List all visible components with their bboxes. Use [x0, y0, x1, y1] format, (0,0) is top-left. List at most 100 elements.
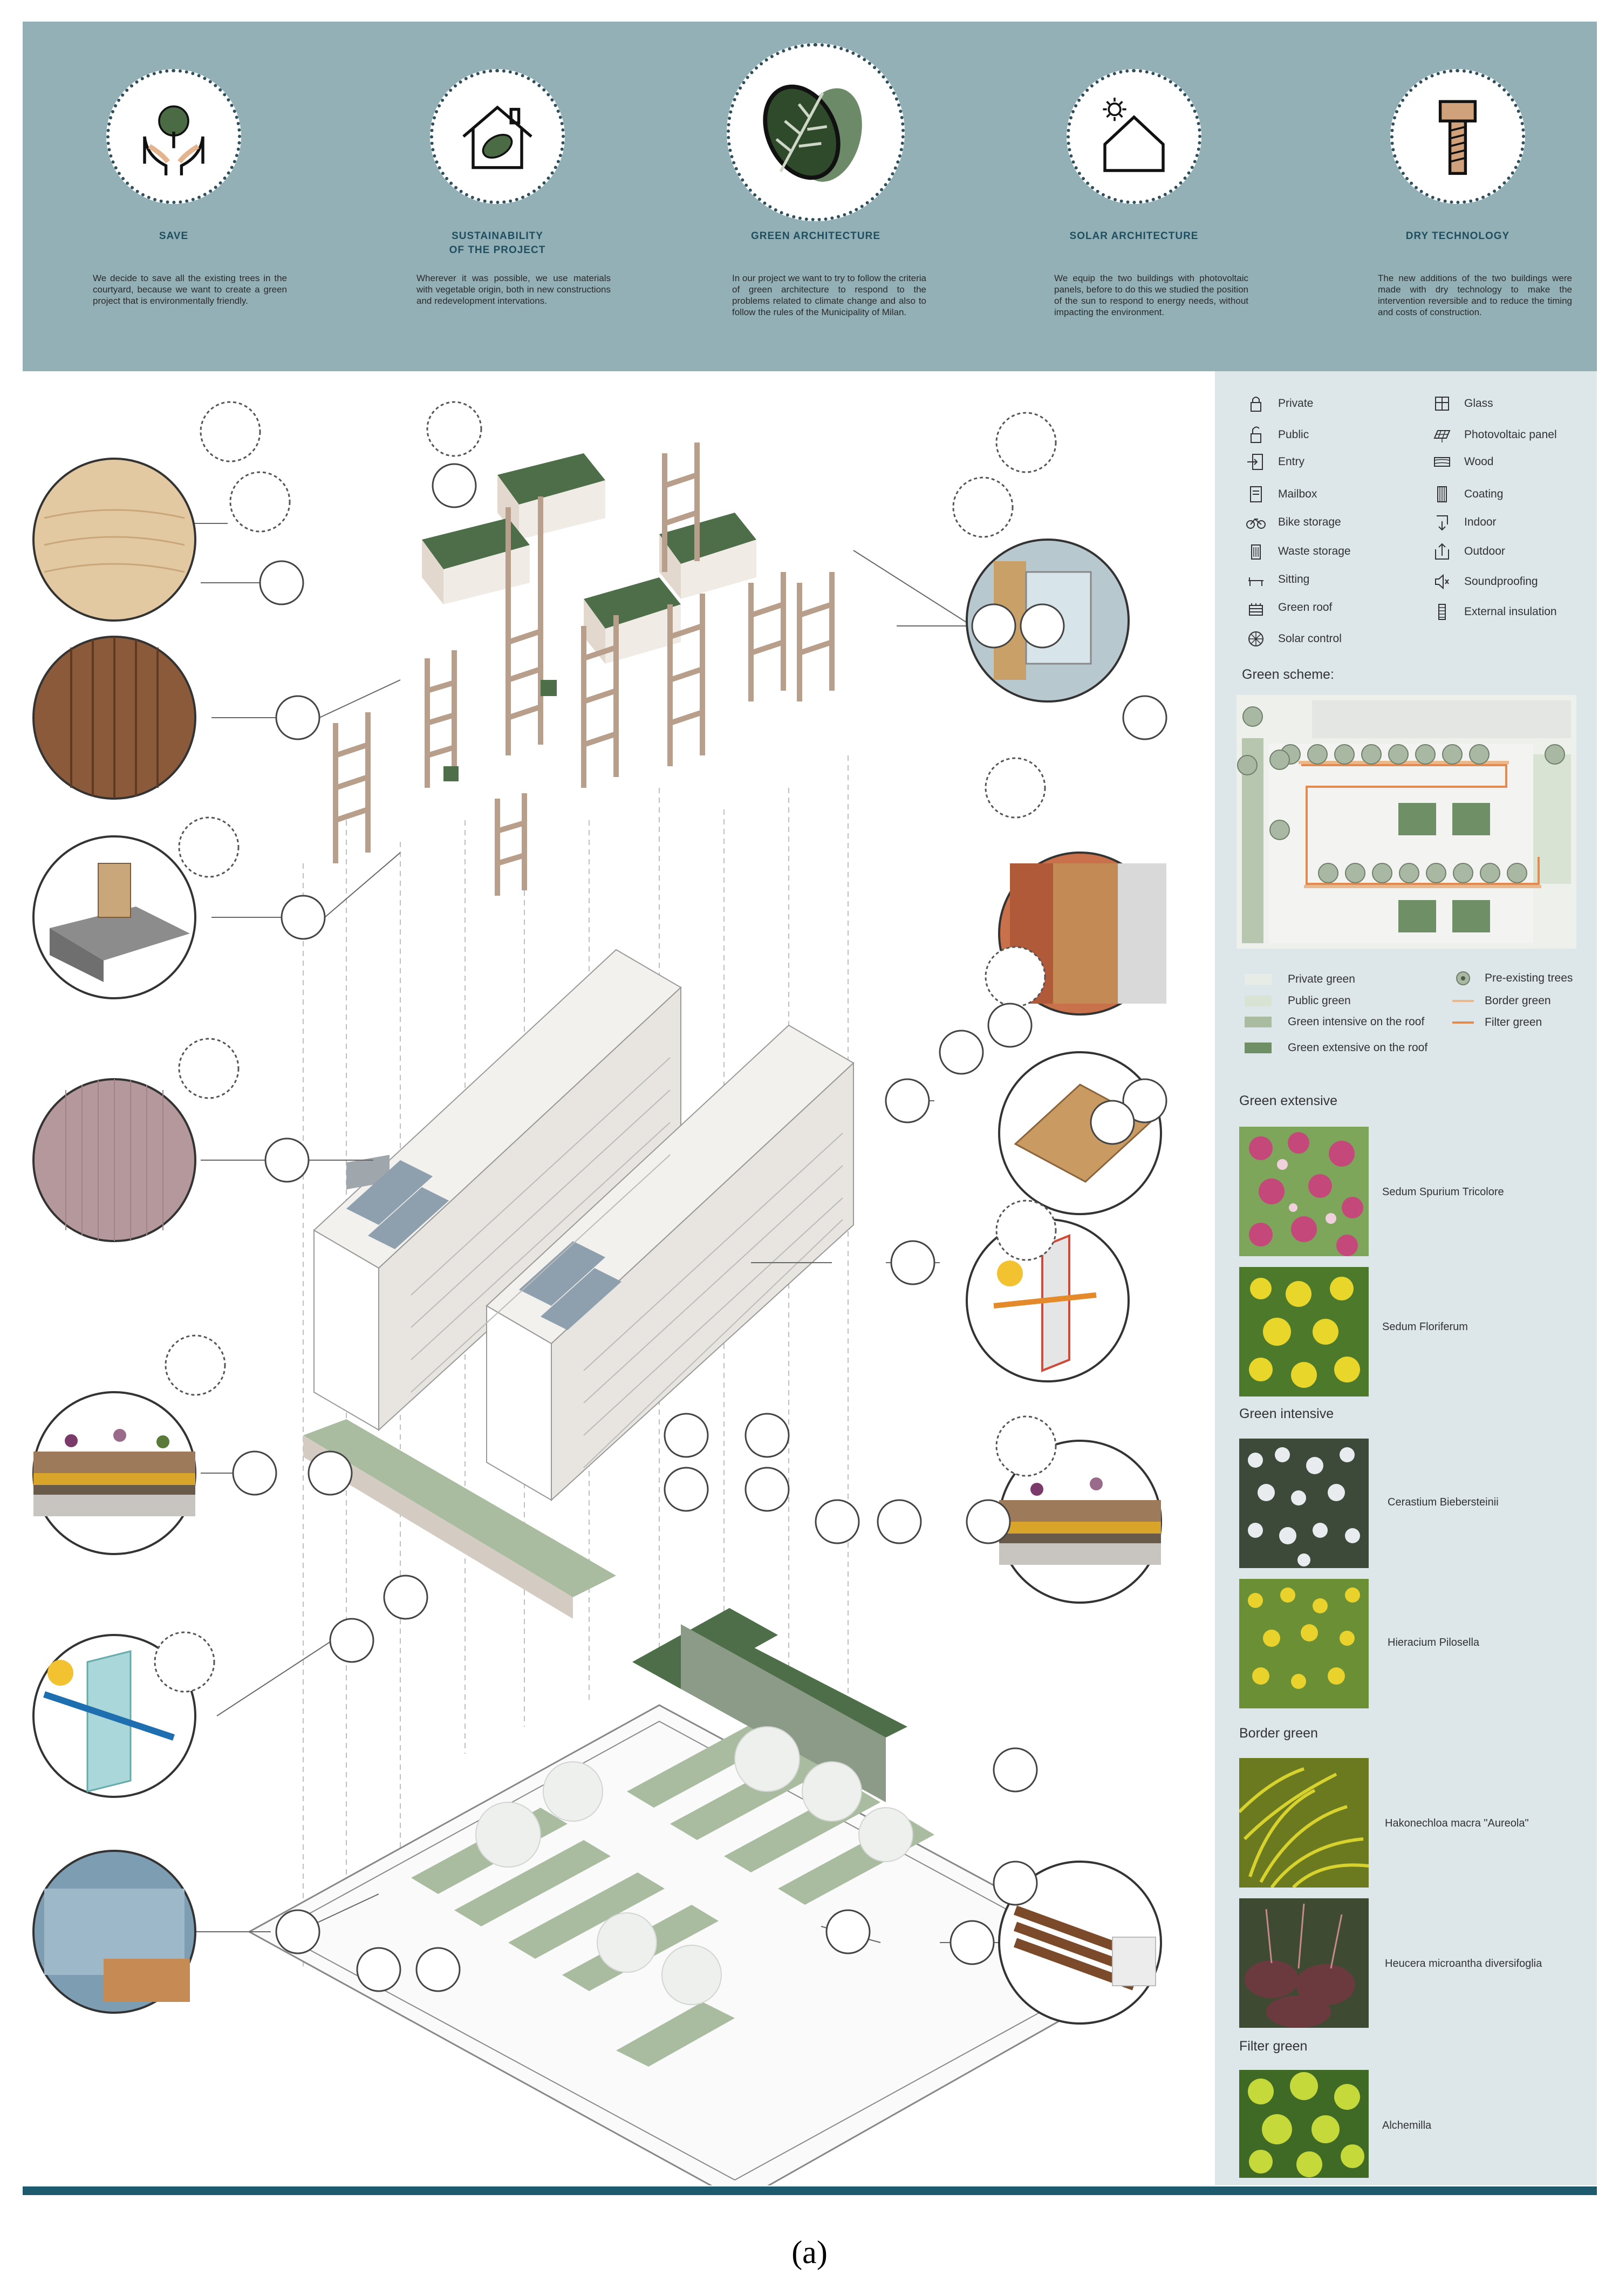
legend-label: Public [1278, 428, 1309, 441]
plant-label: Alchemilla [1382, 2120, 1432, 2131]
legend-label: Mailbox [1278, 488, 1317, 500]
exploded-modules-layer [333, 442, 835, 896]
connector-icon-circles [232, 463, 1167, 1992]
legend-item-green-roof: Green roof [1245, 598, 1332, 617]
principle-title-solar-architecture: SOLAR ARCHITECTURE [1069, 230, 1199, 242]
house-leaf-icon [430, 69, 565, 204]
indoor-icon [1437, 515, 1448, 531]
wood-cladding-swatch [32, 636, 196, 800]
wooden-bench-swatch [998, 1861, 1162, 2025]
plant-label: Cerastium Biebersteinii [1388, 1496, 1499, 1508]
legend-item-wood: Wood [1431, 452, 1493, 472]
lock-icon [1251, 397, 1261, 412]
legend-label: Glass [1464, 397, 1493, 410]
double-glazing-swatch [966, 1218, 1130, 1382]
courtyard-site-layer [247, 1608, 1152, 2203]
principles-banner: SAVE SUSTAINABILITY OF THE PROJECT GREEN… [23, 22, 1597, 371]
plant-photo-sedum-spurium [1239, 1127, 1369, 1256]
scheme-legend-private-green: Private green [1245, 973, 1355, 986]
legend-panel: Private Public Entry Mailbox Bike storag… [1215, 371, 1597, 2185]
section-green-extensive: Green extensive [1239, 1093, 1338, 1108]
scheme-legend-label: Private green [1288, 973, 1355, 985]
plant-photo-hakonechloa [1238, 1758, 1369, 1889]
plant-label: Heucera microantha diversifoglia [1385, 1958, 1542, 1970]
entry-icon [1247, 454, 1263, 470]
legend-label: Soundproofing [1464, 575, 1538, 588]
exploded-axonometric-diagram [23, 378, 1210, 2203]
legend-item-private: Private [1245, 394, 1313, 413]
legend-label: Photovoltaic panel [1464, 428, 1557, 441]
principle-text-solar-architecture: We equip the two buildings with photovol… [1054, 273, 1248, 317]
glass-window-icon [1435, 397, 1449, 411]
legend-item-mailbox: Mailbox [1245, 485, 1317, 504]
scheme-legend-label: Public green [1288, 994, 1351, 1007]
bike-icon [1246, 518, 1266, 529]
bottom-divider-bar [23, 2186, 1597, 2195]
photovoltaic-panel-icon [1433, 430, 1451, 442]
legend-item-outdoor: Outdoor [1431, 542, 1505, 561]
legend-label: Waste storage [1278, 545, 1351, 557]
plant-label: Hieracium Pilosella [1388, 1637, 1480, 1648]
plant-photo-hieracium [1239, 1579, 1369, 1708]
dry-foundation-swatch [32, 835, 196, 999]
scheme-legend-public-green: Public green [1245, 994, 1351, 1007]
apartment-block-left [313, 949, 682, 1432]
legend-item-sitting: Sitting [1245, 570, 1309, 589]
solar-glass-swatch [32, 1634, 196, 1798]
legend-label: External insulation [1464, 605, 1557, 618]
external-insulation-icon [1438, 604, 1446, 620]
swatch [1452, 1021, 1474, 1024]
swatch [1452, 1000, 1474, 1002]
plant-label: Sedum Spurium Tricolore [1382, 1186, 1504, 1198]
coating-icon [1437, 486, 1447, 502]
green-scheme-plan [1237, 695, 1576, 949]
swatch [1245, 1043, 1272, 1053]
wood-icon [1434, 457, 1450, 467]
legend-item-indoor: Indoor [1431, 513, 1497, 532]
principle-title-save: SAVE [159, 230, 189, 242]
legend-label: Coating [1464, 488, 1504, 500]
scheme-legend-label: Filter green [1485, 1016, 1542, 1028]
legend-label: Green roof [1278, 601, 1333, 614]
legend-item-glass: Glass [1431, 394, 1493, 413]
legend-item-soundproofing: Soundproofing [1431, 572, 1538, 591]
plant-photo-sedum-floriferum [1239, 1267, 1369, 1396]
green-roof-section-swatch [32, 1391, 196, 1555]
legend-item-external-insulation: External insulation [1431, 602, 1557, 622]
green-roof-icon [1249, 603, 1263, 616]
legend-label: Indoor [1464, 516, 1497, 528]
soundproofing-icon [1435, 574, 1449, 590]
green-scheme-title: Green scheme: [1242, 667, 1334, 682]
scheme-legend-green-intensive-roof: Green intensive on the roof [1245, 1016, 1460, 1028]
wood-panel-swatch [32, 458, 196, 622]
green-roof-section-swatch [998, 1440, 1162, 1604]
wood-board-swatch [998, 1051, 1162, 1215]
facade-windows [411, 1057, 843, 1468]
legend-label: Solar control [1278, 632, 1342, 645]
balcony-frames [333, 442, 835, 896]
icon-badges [154, 401, 1057, 1693]
swatch [1245, 974, 1272, 985]
photovoltaic-surface-swatch [32, 1078, 196, 1242]
legend-item-waste-storage: Waste storage [1245, 542, 1351, 561]
scheme-legend-border-green: Border green [1452, 994, 1551, 1007]
roof-module [659, 513, 756, 599]
principle-title-green-architecture: GREEN ARCHITECTURE [750, 230, 881, 242]
leaves-icon [727, 43, 905, 221]
legend-label: Bike storage [1278, 516, 1341, 528]
swatch [1245, 1017, 1272, 1027]
section-filter-green: Filter green [1239, 2039, 1308, 2054]
bolt-icon [1390, 69, 1525, 204]
legend-label: Wood [1464, 455, 1494, 468]
legend-item-solar-control: Solar control [1245, 629, 1342, 649]
sun-house-icon [1067, 69, 1201, 204]
unlock-icon [1251, 426, 1261, 443]
tree-dot-icon [1456, 971, 1470, 985]
waste-bin-icon [1251, 544, 1261, 560]
mailbox-icon [1250, 486, 1262, 502]
legend-item-photovoltaic-panel: Photovoltaic panel [1431, 425, 1557, 445]
legend-item-public: Public [1245, 425, 1309, 445]
solar-control-icon [1248, 631, 1263, 646]
legend-label: Private [1278, 397, 1314, 410]
scheme-legend-label: Green extensive on the roof [1288, 1041, 1428, 1054]
